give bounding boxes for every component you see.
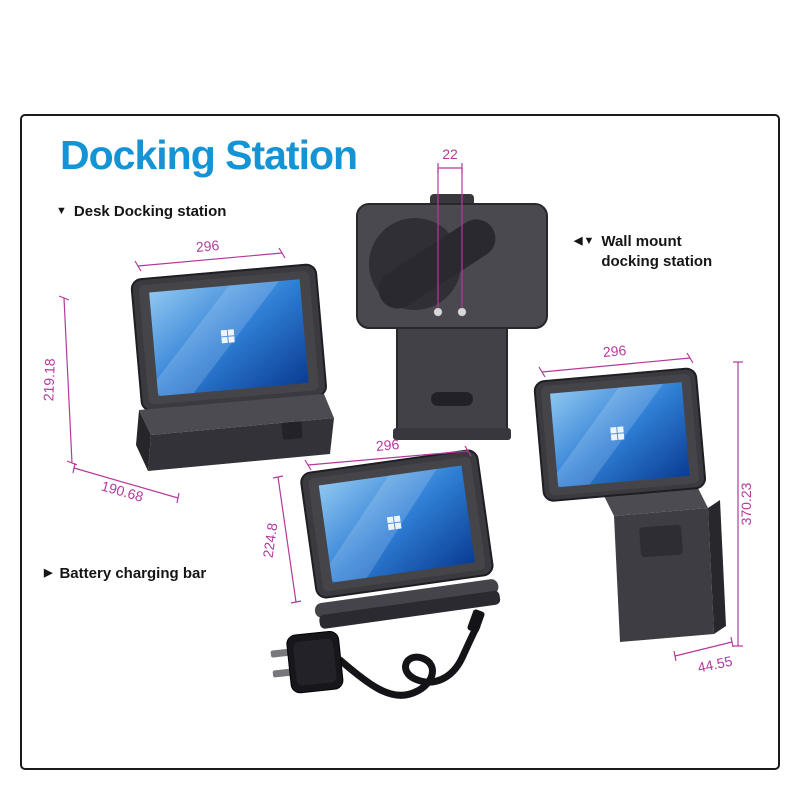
desk-dock-base xyxy=(136,394,334,471)
wall-rear-device xyxy=(356,194,548,440)
screen-glare xyxy=(149,279,291,397)
battery-height-dimension: 224.8 xyxy=(260,475,302,604)
mount-bracket xyxy=(378,219,496,309)
cable-plug xyxy=(467,609,485,633)
desk-label-text: Desk Docking station xyxy=(73,203,227,220)
column-foot xyxy=(393,428,511,440)
desk-height-dimension: 219.18 xyxy=(40,295,78,466)
column-slot xyxy=(431,392,473,406)
power-adapter xyxy=(270,609,485,699)
battery-height-value: 224.8 xyxy=(260,522,281,559)
wall-label-line2: docking station xyxy=(601,252,713,270)
wall-depth-dimension: 44.55 xyxy=(673,636,734,673)
down-triangle-icon: ▼ xyxy=(56,205,68,217)
windows-logo-icon xyxy=(220,329,235,344)
windows-logo-icon xyxy=(386,515,402,531)
wall-depth-value: 44.55 xyxy=(696,653,734,673)
windows-logo-icon xyxy=(610,426,625,441)
plug-prong xyxy=(270,649,289,658)
screen-glare xyxy=(550,382,674,488)
wall-height-value: 370.23 xyxy=(738,482,754,525)
right-triangle-icon: ▶ xyxy=(44,567,54,579)
wall-rear-gap-dimension: 22 xyxy=(437,146,463,307)
screw-hole-right xyxy=(457,307,467,317)
wall-label-text: Wall mount docking station xyxy=(601,232,712,271)
battery-width-dimension: 296 xyxy=(304,438,472,471)
wall-side-figure: 296 370.23 44.55 xyxy=(533,342,754,673)
plug-prong xyxy=(272,668,291,678)
wall-width-dimension: 296 xyxy=(538,342,694,378)
battery-tablet xyxy=(300,449,494,599)
wall-rear-figure: 22 xyxy=(356,146,548,440)
left-down-triangle-icon: ◀▼ xyxy=(574,235,596,247)
wall-label-line1: Wall mount xyxy=(601,233,682,250)
screw-hole-left xyxy=(433,307,443,317)
wall-rear-column xyxy=(396,327,508,433)
wall-section-label: ◀▼ Wall mount docking station xyxy=(574,232,712,271)
dock-button xyxy=(281,421,303,440)
battery-bar-figure: 296 224.8 xyxy=(260,438,501,699)
wall-width-value: 296 xyxy=(602,342,627,360)
desk-docking-figure: 296 219.18 190.68 xyxy=(40,238,334,505)
wall-side-tablet xyxy=(533,367,707,502)
battery-section-label: ▶ Battery charging bar xyxy=(44,564,206,584)
battery-width-value: 296 xyxy=(375,438,400,454)
column-detail xyxy=(639,524,683,558)
diagram-frame: Docking Station ▼ Desk Docking station ◀… xyxy=(20,114,780,770)
wall-side-column xyxy=(604,488,726,642)
battery-label-text: Battery charging bar xyxy=(59,565,207,582)
screen-glare xyxy=(318,465,447,583)
wall-gap-value: 22 xyxy=(442,146,458,162)
wall-height-dimension: 370.23 xyxy=(733,361,754,647)
desk-tablet xyxy=(130,263,327,412)
desk-width-value: 296 xyxy=(195,238,220,255)
charging-bar xyxy=(314,579,501,629)
power-cable xyxy=(336,622,481,699)
desk-section-label: ▼ Desk Docking station xyxy=(56,202,226,222)
desk-height-value: 219.18 xyxy=(40,358,57,402)
adapter-body xyxy=(270,630,344,694)
desk-width-dimension: 296 xyxy=(134,238,286,272)
page-title: Docking Station xyxy=(60,132,358,178)
